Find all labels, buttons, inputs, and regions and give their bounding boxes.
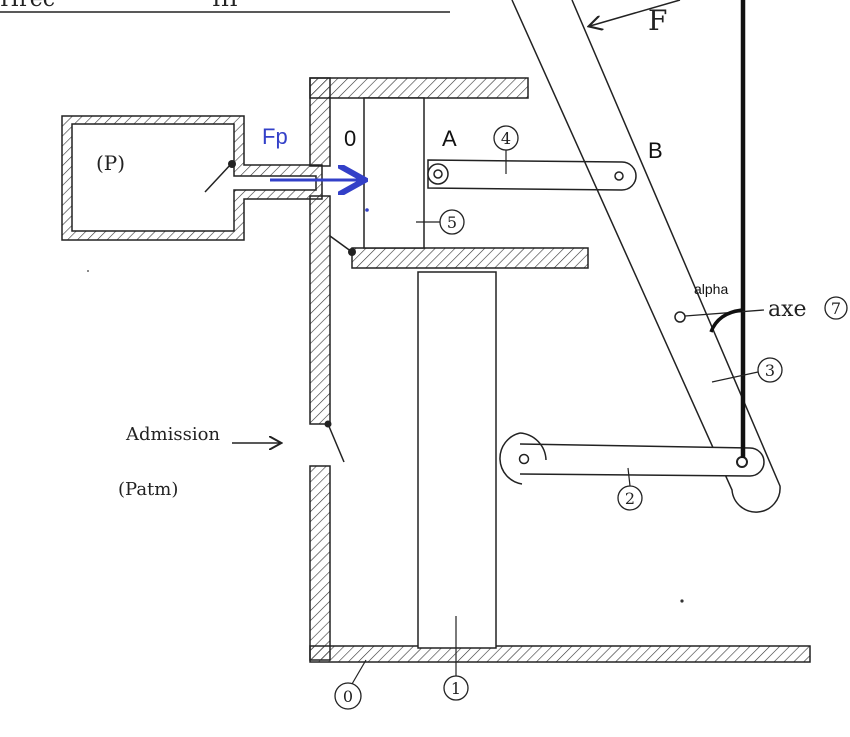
callout-0-leader (351, 659, 367, 685)
lever-3 (511, 0, 781, 513)
admission-valve-pivot (324, 420, 332, 428)
callout-2-circle (617, 485, 643, 511)
force-F-label: F (648, 4, 667, 37)
frame-top-wall (309, 77, 529, 99)
frame-left-wall (309, 77, 331, 661)
callout-2-number: 2 (625, 489, 635, 508)
exhaust-valve-pivot (348, 248, 356, 256)
piston-5 (363, 97, 425, 249)
frame-bottom-wall (309, 645, 811, 663)
scan-dot (680, 599, 684, 603)
callout-3-leader (711, 371, 759, 383)
patm-label: (Patm) (118, 479, 178, 500)
alpha-label: alpha (694, 281, 728, 297)
callout-4-number: 4 (501, 129, 511, 148)
pressure-chamber: (P) (61, 115, 323, 241)
header-text-left: Hrec (0, 0, 55, 12)
force-F-arrow (590, 0, 681, 26)
callout-3-circle (757, 357, 783, 383)
point-O-label: 0 (344, 126, 356, 151)
callout-3-number: 3 (765, 361, 775, 380)
callout-4-circle (493, 125, 519, 151)
pressure-valve-pivot (228, 160, 236, 168)
pressure-label: (P) (96, 151, 125, 175)
axis-7-leader (684, 309, 765, 317)
joint-B (614, 171, 624, 181)
joint-piston1-link2 (518, 453, 530, 465)
callout-7-circle (824, 296, 848, 320)
piston-1 (417, 271, 497, 649)
point-B-label: B (648, 138, 663, 163)
callout-2-leader (627, 467, 631, 487)
frame-middle-wall (351, 247, 589, 269)
header-fragment: Hrec III (0, 0, 450, 13)
pressure-valve-flap (204, 162, 233, 193)
alpha-arc (709, 308, 743, 333)
axis-7-label: axe (768, 297, 807, 322)
callout-7-number: 7 (831, 299, 841, 318)
part-callouts: 4 5 7 3 2 1 0 (334, 125, 848, 710)
axis-7-pivot (674, 311, 686, 323)
force-Fp-label: Fp (262, 124, 288, 149)
link-2 (499, 432, 765, 485)
joint-A (433, 169, 443, 179)
callout-0-circle (334, 682, 362, 710)
exhaust-valve-flap (329, 235, 353, 253)
point-A-label: A (442, 126, 457, 151)
scan-dot (87, 270, 89, 272)
callout-5-number: 5 (447, 213, 457, 232)
admission-label: Admission (125, 424, 220, 445)
link-4 (427, 159, 637, 191)
admission-valve-flap (327, 423, 345, 463)
header-text-right: III (212, 0, 238, 12)
callout-0-number: 0 (343, 687, 353, 706)
callout-1-circle (443, 675, 469, 701)
piston-5-mark (365, 208, 369, 212)
callout-1-number: 1 (451, 679, 461, 698)
joint-link2-lever3 (736, 456, 748, 468)
callout-5-circle (439, 209, 465, 235)
